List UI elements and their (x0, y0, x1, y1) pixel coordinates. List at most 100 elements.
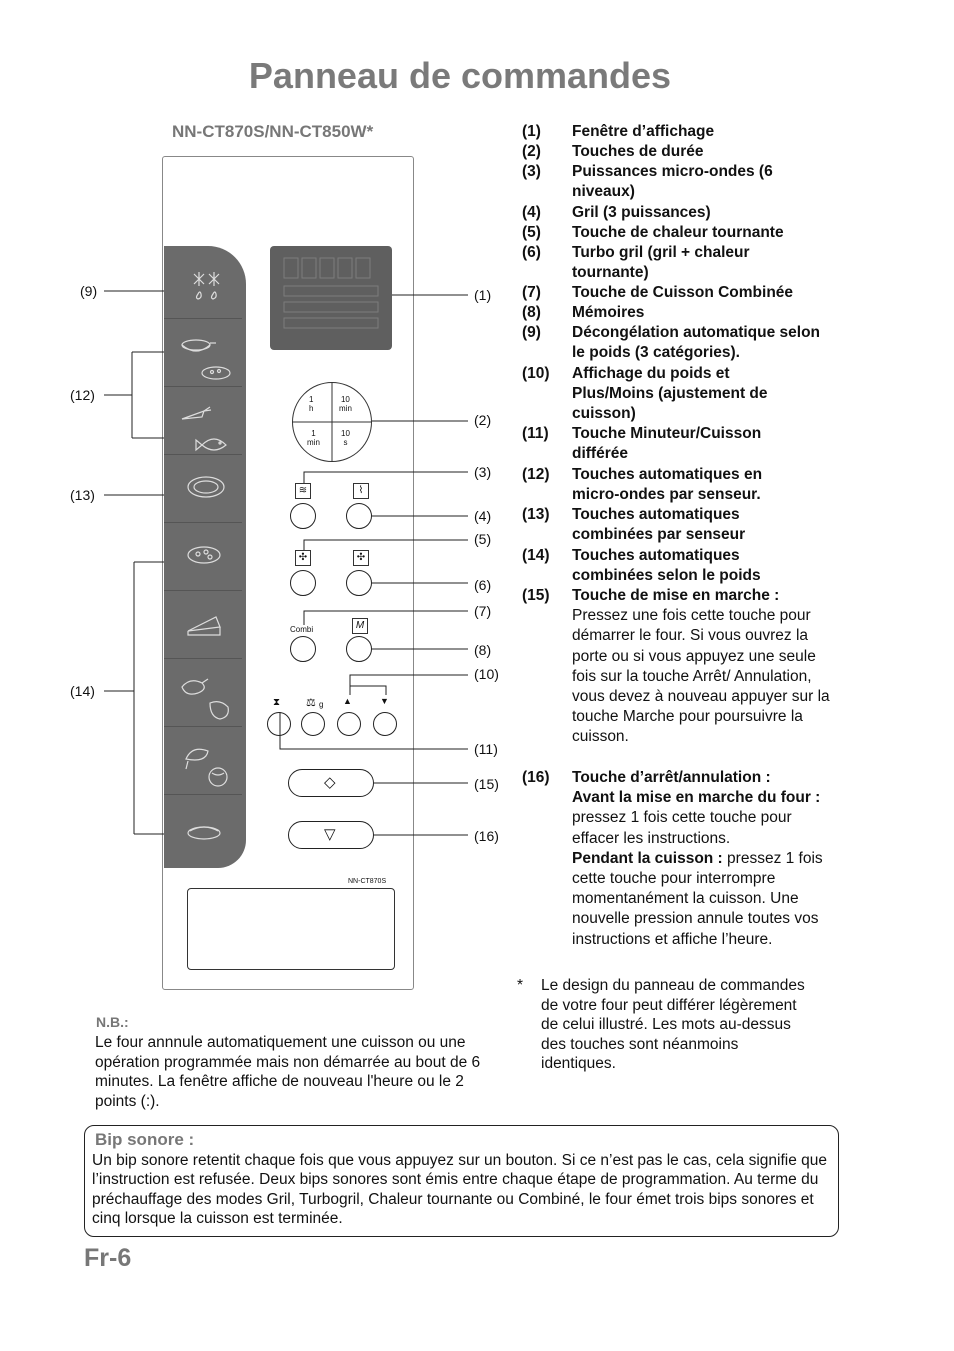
callout-3: (3) (474, 464, 492, 480)
weight-button[interactable] (301, 712, 325, 736)
microwave-power-button[interactable] (290, 503, 316, 529)
dial-10s-unit: s (343, 438, 348, 447)
timer-button[interactable] (267, 712, 291, 736)
legend-text: Touche de Cuisson Combinée (572, 284, 794, 301)
callout-12: (12) (70, 387, 95, 403)
dial-1min-unit: min (307, 438, 320, 447)
callout-13: (13) (70, 487, 95, 503)
combi-sensor-key (164, 454, 242, 522)
pizza-icon (187, 546, 221, 564)
fan-icon: ✣ (295, 550, 311, 566)
legend-item: (10)Affichage du poids et Plus/Moins (aj… (522, 364, 802, 425)
up-arrow-icon: ▲ (343, 696, 352, 706)
legend-text: Touche de mise en marche : (572, 587, 780, 604)
defrost-icon (193, 272, 220, 300)
legend-item: (5)Touche de chaleur tournante (522, 223, 842, 243)
legend-item: (15) Touche de mise en marche : Pressez … (522, 586, 842, 748)
legend-item: (9) Décongélation automatique selon le po… (522, 323, 822, 363)
dial-10min-unit: min (339, 404, 352, 413)
dial-1min[interactable]: 1 min (307, 429, 320, 447)
combi-button[interactable] (290, 636, 316, 662)
plus-button[interactable] (337, 712, 361, 736)
carrot-fish-icon (181, 406, 227, 452)
nb-text: Le four annnule automatiquement une cuis… (95, 1034, 481, 1110)
dial-divider-icon (292, 382, 372, 462)
legend-text: Mémoires (572, 304, 645, 321)
callout-4: (4) (474, 508, 492, 524)
legend-text: Puissances micro-ondes (6 niveaux) (572, 163, 773, 201)
legend-text: Touche Minuteur/Cuisson différée (572, 425, 762, 463)
dial-10s-value: 10 (341, 429, 350, 438)
legend-num: (13) (522, 506, 550, 523)
callout-11: (11) (474, 741, 498, 757)
legend-text: Touches automatiques en micro-ondes par … (572, 466, 763, 504)
memory-button[interactable] (346, 636, 372, 662)
weight-unit: g (319, 700, 324, 709)
callout-1: (1) (474, 287, 492, 303)
casserole-icon (181, 339, 231, 380)
legend-item: (3)Puissances micro-ondes (6 niveaux) (522, 162, 792, 202)
legend-num: (15) (522, 587, 550, 604)
legend-text: Affichage du poids et Plus/Moins (ajuste… (572, 365, 768, 423)
legend-item: (6) Turbo gril (gril + chaleur tournante) (522, 243, 787, 283)
combi-label: Combi (290, 625, 314, 634)
weight-key-lamb-fish (164, 726, 242, 794)
weight-icon: ⚖ (306, 697, 316, 709)
legend-text: Touches automatiques combinées par sense… (572, 506, 746, 544)
dial-10min[interactable]: 10 min (339, 395, 352, 413)
legend-text: Gril (3 puissances) (572, 204, 711, 221)
turbo-grill-icon: ✣ (353, 550, 369, 566)
legend-subhead: Avant la mise en marche du four : (572, 789, 821, 807)
bip-label: Bip sonore : (95, 1130, 195, 1149)
callout-5: (5) (474, 531, 492, 547)
legend-num: (7) (522, 284, 541, 301)
grill-button[interactable] (346, 503, 372, 529)
minus-button[interactable] (373, 712, 397, 736)
legend-num: (2) (522, 143, 541, 160)
display-window (270, 246, 392, 350)
callout-7: (7) (474, 603, 492, 619)
legend-text: Touche d’arrêt/annulation : (572, 769, 771, 786)
nb-label: N.B.: (96, 1014, 129, 1030)
legend-text: Décongélation automatique selon le poids… (572, 324, 821, 362)
callout-2: (2) (474, 412, 492, 428)
stop-icon: ▽ (324, 826, 336, 843)
legend-text: Touches automatiques combinées selon le … (572, 547, 761, 585)
legend-desc: pressez 1 fois cette touche pour effacer… (572, 809, 792, 847)
callout-15: (15) (474, 776, 499, 792)
stop-cancel-button[interactable]: ▽ (288, 821, 374, 849)
memory-label: M (352, 618, 368, 634)
hourglass-icon: ⧗ (273, 697, 281, 708)
weight-key-pie (164, 590, 242, 658)
time-dial[interactable]: 1 h 10 min 1 min 10 s (292, 382, 372, 462)
dial-1min-value: 1 (311, 429, 316, 438)
convection-button[interactable] (290, 570, 316, 596)
callout-9: (9) (80, 283, 98, 299)
start-button[interactable]: ◇ (288, 769, 374, 797)
footnote: * Le design du panneau de commandes de v… (517, 976, 817, 1074)
weight-key-gratin (164, 794, 242, 862)
chicken-meat-icon (181, 678, 229, 720)
legend-item: (2)Touches de durée (522, 142, 842, 162)
sensor-key-casserole (164, 318, 242, 386)
legend-text: Turbo gril (gril + chaleur tournante) (572, 244, 750, 282)
legend-item: (16) Touche d’arrêt/annulation : Avant l… (522, 768, 838, 950)
callout-8: (8) (474, 642, 492, 658)
dial-1h[interactable]: 1 h (309, 395, 313, 413)
dial-10min-value: 10 (340, 395, 350, 404)
legend-item: (4)Gril (3 puissances) (522, 203, 842, 223)
bip-box (84, 1125, 839, 1237)
legend-num: (6) (522, 244, 541, 261)
legend-num: (1) (522, 123, 541, 140)
turbo-grill-button[interactable] (346, 570, 372, 596)
baked-dish-icon (187, 826, 221, 840)
legend-item: (7) Touche de Cuisson Combinée (522, 283, 842, 303)
legend-num: (9) (522, 324, 541, 341)
legend-item: (14) Touches automatiques combinées selon… (522, 546, 772, 586)
legend-num: (11) (522, 425, 549, 442)
callout-14: (14) (70, 683, 95, 699)
dial-10s[interactable]: 10 s (341, 429, 350, 447)
callout-16: (16) (474, 828, 499, 844)
legend-num: (14) (522, 547, 550, 564)
